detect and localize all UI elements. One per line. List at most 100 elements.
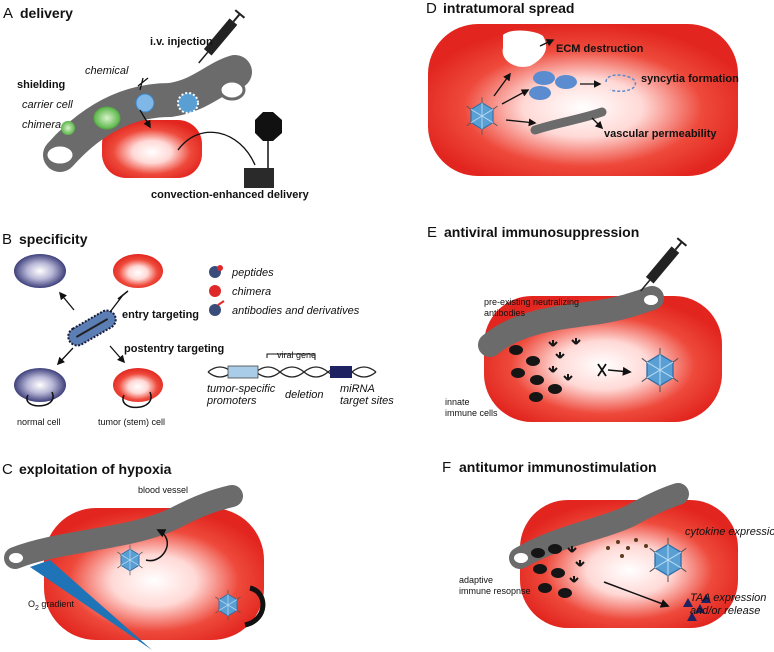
arrow-a-scatter (137, 77, 149, 91)
arrow-ecm (539, 39, 555, 47)
arrow-f (603, 581, 670, 608)
vessel-lumen-e (642, 293, 660, 307)
viral-gene-bracket (266, 353, 316, 360)
cytokine-dots (606, 538, 648, 558)
vessel-lumen-a2 (218, 79, 246, 101)
label-taa-2: and/or release (690, 605, 760, 617)
taa-triangles (683, 594, 711, 621)
arrow-a-down (139, 109, 151, 129)
innate-immune-cells (509, 345, 562, 402)
label-cytokine: cytokine expression (685, 526, 774, 538)
vessel-lumen-a1 (44, 143, 76, 167)
vessel-lumen-f (512, 551, 530, 565)
blood-vessel-c (4, 485, 243, 569)
label-chimera-a: chimera (22, 119, 61, 131)
ecm-hole (502, 30, 547, 67)
label-peptides: peptides (231, 267, 274, 279)
panel-f-title: antitumor immunostimulation (459, 459, 657, 475)
carrier-cell-icon (93, 106, 121, 130)
inhibit-b1 (109, 294, 124, 313)
antibody-symbols-f (567, 546, 585, 583)
label-iv-injection: i.v. injection (150, 36, 213, 48)
syncytium-icon (605, 74, 637, 92)
chemical-virus-icon (135, 93, 155, 113)
panel-b-letter: B (2, 231, 12, 248)
pump-box-icon (244, 168, 274, 188)
label-deletion: deletion (285, 389, 324, 401)
shielded-virus-icon (177, 92, 199, 114)
syncytia-cell-1 (533, 71, 555, 85)
catheter-line (177, 131, 256, 166)
label-pre-existing-1: pre-existing neutralizing (484, 297, 579, 307)
normal-cell-top (14, 254, 66, 288)
label-ced: convection-enhanced delivery (151, 189, 310, 201)
label-innate-1: innate (445, 397, 470, 407)
label-shielding: shielding (17, 79, 65, 91)
panel-c-letter: C (2, 461, 13, 478)
vessel-lumen-c (7, 551, 25, 565)
panel-e-title: antiviral immunosuppression (444, 224, 639, 240)
label-normal-cell: normal cell (17, 417, 61, 427)
tumor-cell-top (113, 254, 163, 288)
panel-b-title: specificity (19, 231, 88, 247)
syncytia-cell-2 (555, 75, 577, 89)
cycle-arrow-c1 (145, 529, 169, 562)
label-promoters-2: promoters (206, 395, 257, 407)
antibody-symbols-e (548, 338, 581, 381)
panel-d-letter: D (426, 0, 437, 17)
arrow-d1 (493, 72, 511, 97)
panel-d-title: intratumoral spread (443, 0, 574, 16)
panel-f-letter: F (442, 459, 451, 476)
targeted-virus-icon (67, 309, 117, 347)
arrow-d3 (505, 118, 537, 127)
arrow-b1 (59, 291, 75, 311)
syncytia-cell-3 (529, 86, 551, 100)
normal-cell-bottom (14, 368, 66, 402)
label-chemical: chemical (85, 65, 129, 77)
panel-c-title: exploitation of hypoxia (19, 461, 172, 477)
arrow-b2 (56, 347, 74, 366)
label-adaptive-1: adaptive (459, 575, 493, 585)
label-o2-gradient: O2 gradient (28, 599, 74, 612)
label-mirna-1: miRNA (340, 383, 375, 395)
label-chimera-b: chimera (232, 286, 271, 298)
label-blood-vessel-c: blood vessel (138, 485, 188, 495)
arrow-d2 (501, 89, 530, 105)
arrow-vascular (591, 117, 604, 130)
mirna-box (330, 366, 352, 378)
vessel-d (530, 107, 607, 135)
label-syncytia: syncytia formation (641, 73, 739, 85)
label-antibodies: antibodies and derivatives (232, 305, 360, 317)
syringe-a-icon (198, 9, 246, 64)
label-innate-2: immune cells (445, 408, 498, 418)
panel-a-title: delivery (20, 5, 73, 21)
cycle-arrow-c2 (244, 585, 266, 628)
panel-e-letter: E (427, 224, 437, 241)
blood-vessel-f (509, 483, 689, 569)
chimera-b-icon (209, 285, 221, 297)
legend-b: peptides chimera antibodies and derivati… (209, 265, 360, 317)
panel-c: C exploitation of hypoxia blood vessel O… (2, 461, 266, 650)
arrow-b3 (109, 345, 126, 364)
label-taa-1: TAA expression (690, 592, 766, 604)
panel-a: A delivery i.v. injection shielding chem… (3, 5, 310, 201)
label-adaptive-2: immune resopnse (459, 586, 531, 596)
panel-b: B specificity entry targeting postentry … (2, 231, 394, 427)
tumor-cell-bottom (113, 368, 163, 402)
label-postentry: postentry targeting (124, 343, 224, 355)
tumor-a (102, 120, 202, 178)
blood-vessel-a (43, 55, 252, 172)
label-pre-existing-2: antibodies (484, 308, 526, 318)
panel-a-letter: A (3, 5, 13, 22)
label-carrier-cell: carrier cell (22, 99, 73, 111)
label-viral-gene: viral gene (277, 350, 316, 360)
label-tumor-cell: tumor (stem) cell (98, 417, 165, 427)
label-mirna-2: target sites (340, 395, 394, 407)
syringe-e-icon (640, 237, 688, 292)
cycle-arrow-normal (26, 391, 54, 407)
arrow-e (607, 366, 632, 376)
adaptive-immune-cells (531, 544, 572, 598)
label-entry-targeting: entry targeting (122, 309, 199, 321)
o2-gradient-wedge (30, 560, 152, 650)
